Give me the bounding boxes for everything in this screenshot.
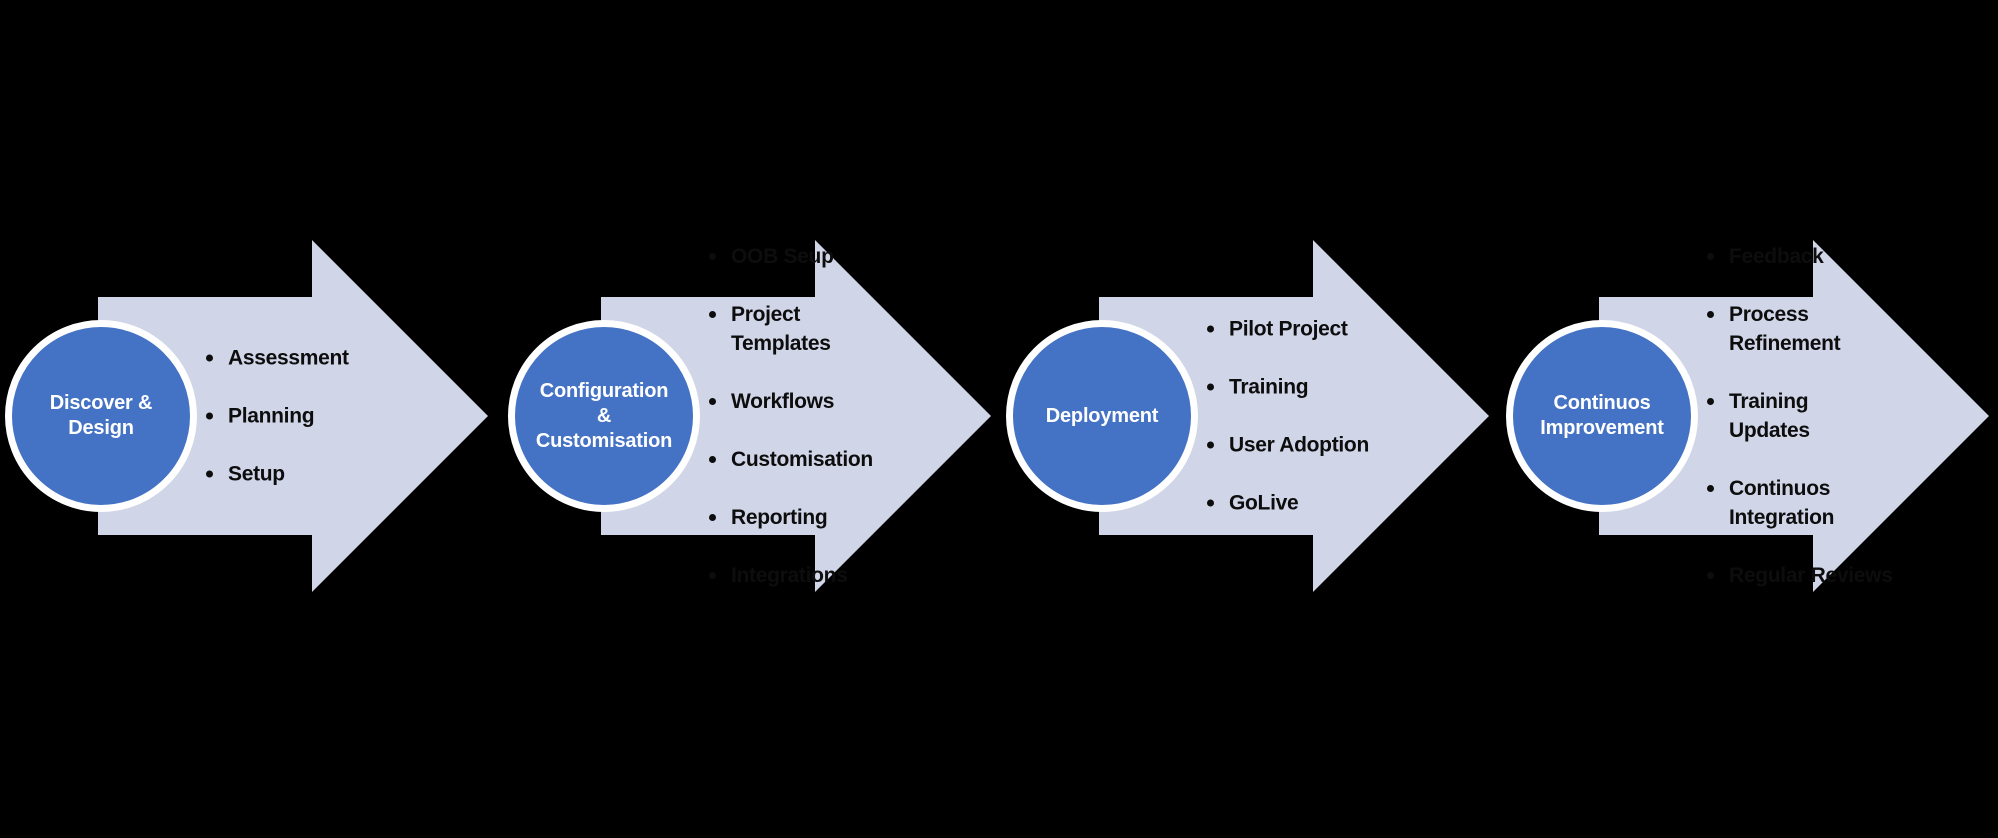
- arrow-head: [312, 240, 488, 592]
- stage-title: Deployment: [1045, 404, 1159, 427]
- stage-circle: Deployment: [1006, 320, 1198, 512]
- bullet-item: Workflows: [705, 387, 900, 416]
- bullet-item: GoLive: [1203, 489, 1398, 518]
- bullet-item: Assessment: [202, 344, 397, 373]
- bullet-item: Customisation: [705, 445, 900, 474]
- process-stage-configuration-customisation: OOB Seup Project Templates Workflows Cus…: [508, 0, 1008, 838]
- stage-circle: Discover & Design: [5, 320, 197, 512]
- process-stage-deployment: Pilot Project Training User Adoption GoL…: [1006, 0, 1506, 838]
- bullet-item: Reporting: [705, 503, 900, 532]
- stage-title: Configuration & Customisation: [535, 379, 673, 452]
- bullet-item: Training: [1203, 373, 1398, 402]
- bullet-item: Feedback: [1703, 242, 1898, 271]
- stage-title: Continuos Improvement: [1540, 392, 1664, 439]
- stage-title: Discover & Design: [49, 392, 153, 439]
- bullet-item: Project Templates: [705, 300, 900, 358]
- stage-circle: Continuos Improvement: [1506, 320, 1698, 512]
- bullet-item: Pilot Project: [1203, 315, 1398, 344]
- stage-bullet-list: Pilot Project Training User Adoption GoL…: [1203, 286, 1398, 547]
- bullet-item: Integrations: [705, 561, 900, 590]
- stage-bullet-list: Assessment Planning Setup: [202, 315, 397, 518]
- bullet-item: User Adoption: [1203, 431, 1398, 460]
- bullet-item: Continuos Integration: [1703, 474, 1898, 532]
- bullet-item: Setup: [202, 460, 397, 489]
- arrow-head: [1813, 240, 1989, 592]
- bullet-item: Process Refinement: [1703, 300, 1898, 358]
- bullet-item: Training Updates: [1703, 387, 1898, 445]
- process-stage-discover-design: Assessment Planning Setup Discover & Des…: [5, 0, 505, 838]
- process-stage-continuos-improvement: Feedback Process Refinement Training Upd…: [1506, 0, 1998, 838]
- stage-bullet-list: Feedback Process Refinement Training Upd…: [1703, 213, 1898, 619]
- arrow-head: [815, 240, 991, 592]
- bullet-item: Planning: [202, 402, 397, 431]
- arrow-head: [1313, 240, 1489, 592]
- stage-circle: Configuration & Customisation: [508, 320, 700, 512]
- stage-bullet-list: OOB Seup Project Templates Workflows Cus…: [705, 213, 900, 619]
- bullet-item: Regular Reviews: [1703, 561, 1898, 590]
- bullet-item: OOB Seup: [705, 242, 900, 271]
